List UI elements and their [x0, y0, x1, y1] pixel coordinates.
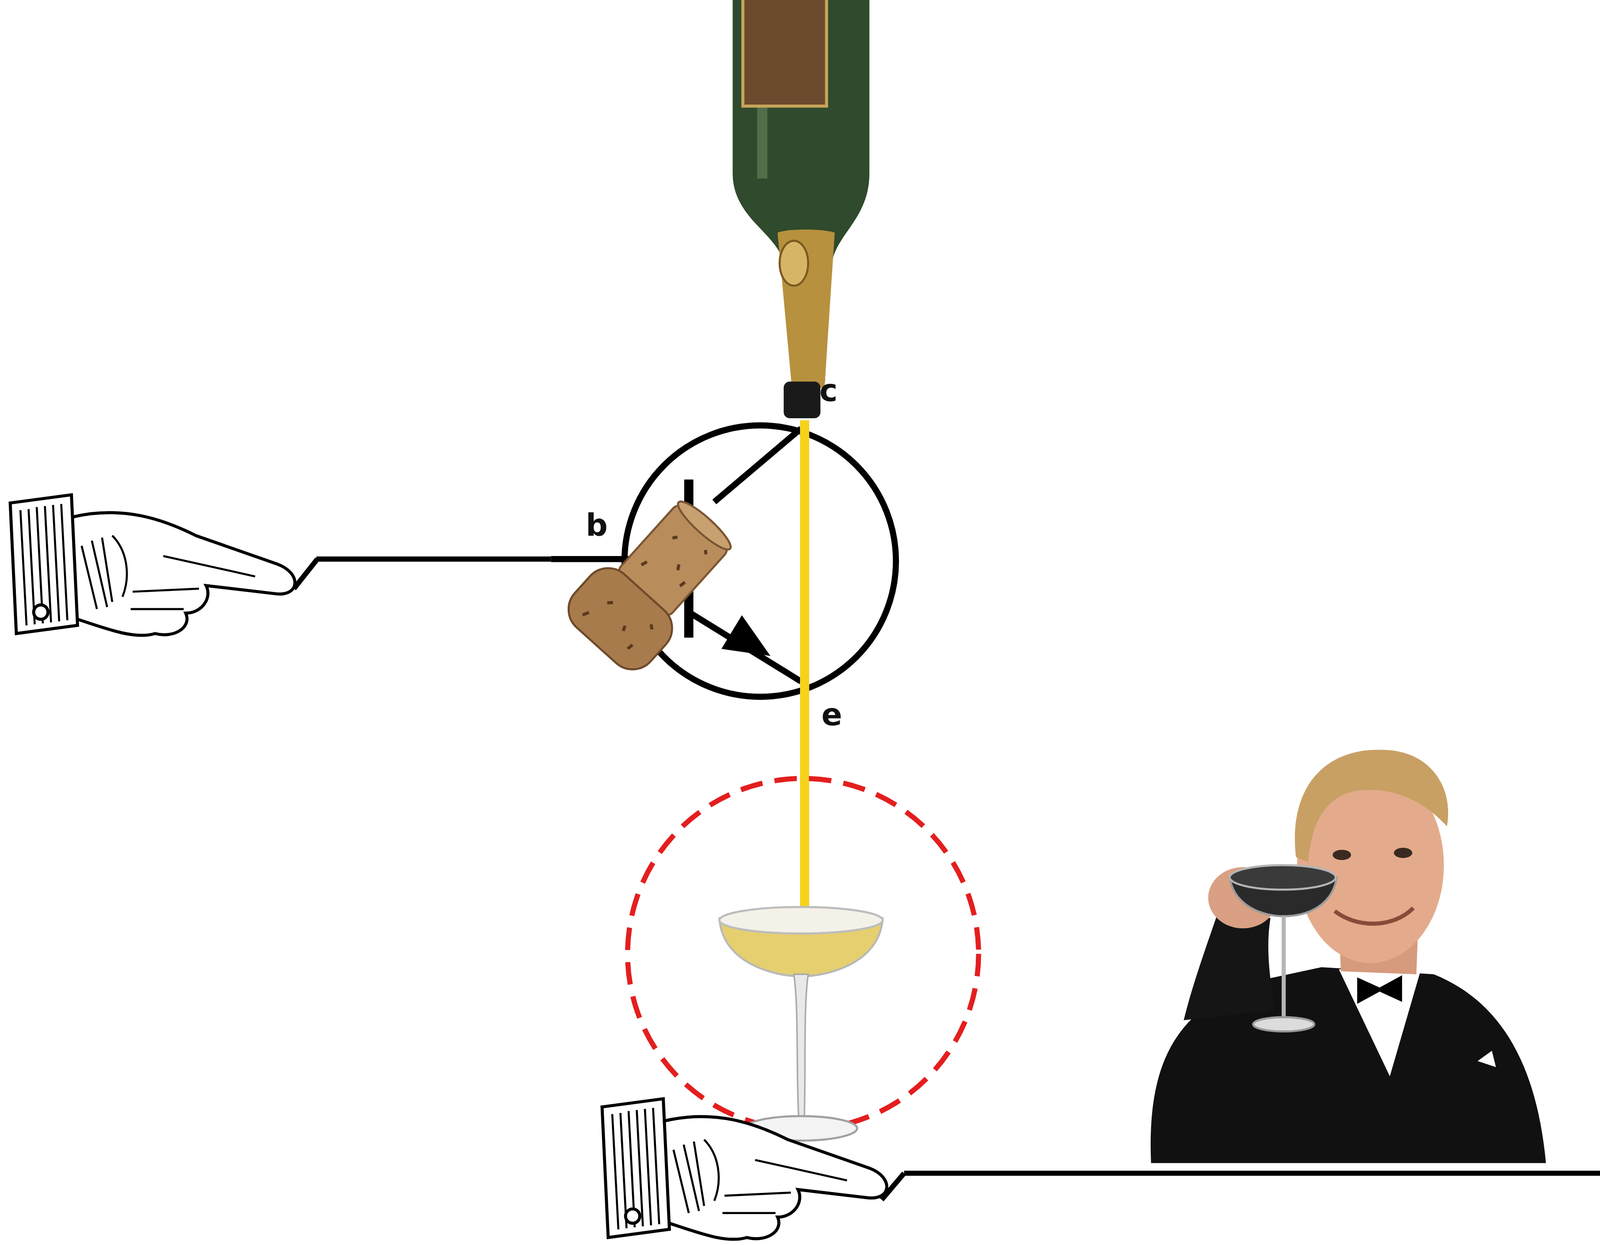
- cork-end: [673, 496, 736, 556]
- man-smile: [1334, 908, 1414, 925]
- bottle-foil: [777, 229, 835, 388]
- emitter-arrow: [721, 615, 771, 656]
- base-wire: [316, 556, 551, 562]
- emitter-wire: [904, 1171, 1600, 1177]
- man-glass-stem: [1281, 916, 1286, 1021]
- pointing-hand: [602, 1099, 888, 1240]
- base-wire-kink: [293, 559, 318, 589]
- emitter-lead: [688, 612, 801, 682]
- man-eye: [1393, 848, 1413, 859]
- man-pocket-square: [1477, 1050, 1497, 1068]
- toasting-man: [1150, 750, 1547, 1164]
- man-glass-rim: [1229, 865, 1336, 890]
- glass-foam: [719, 907, 884, 934]
- champagne-stream: [800, 420, 810, 913]
- man-eye: [1332, 849, 1352, 861]
- pin-label: c: [819, 375, 838, 406]
- bottle-lip: [783, 381, 821, 419]
- man-shirt: [1338, 969, 1421, 1077]
- emitter-wire-kink: [881, 1173, 905, 1201]
- highlight-circle: [627, 778, 979, 1130]
- glass-stem: [793, 974, 808, 1123]
- man-hair: [1294, 750, 1449, 863]
- pin-label: b: [585, 510, 608, 541]
- bottle-label: [743, 0, 827, 107]
- pointing-hand: [10, 494, 296, 636]
- bottle-medallion: [779, 240, 809, 286]
- pin-label: e: [821, 700, 843, 731]
- man-glass-base: [1253, 1017, 1315, 1032]
- cork: [558, 485, 748, 680]
- man-bowtie: [1357, 975, 1403, 1005]
- cork-head: [558, 558, 683, 680]
- collector-lead: [714, 428, 801, 502]
